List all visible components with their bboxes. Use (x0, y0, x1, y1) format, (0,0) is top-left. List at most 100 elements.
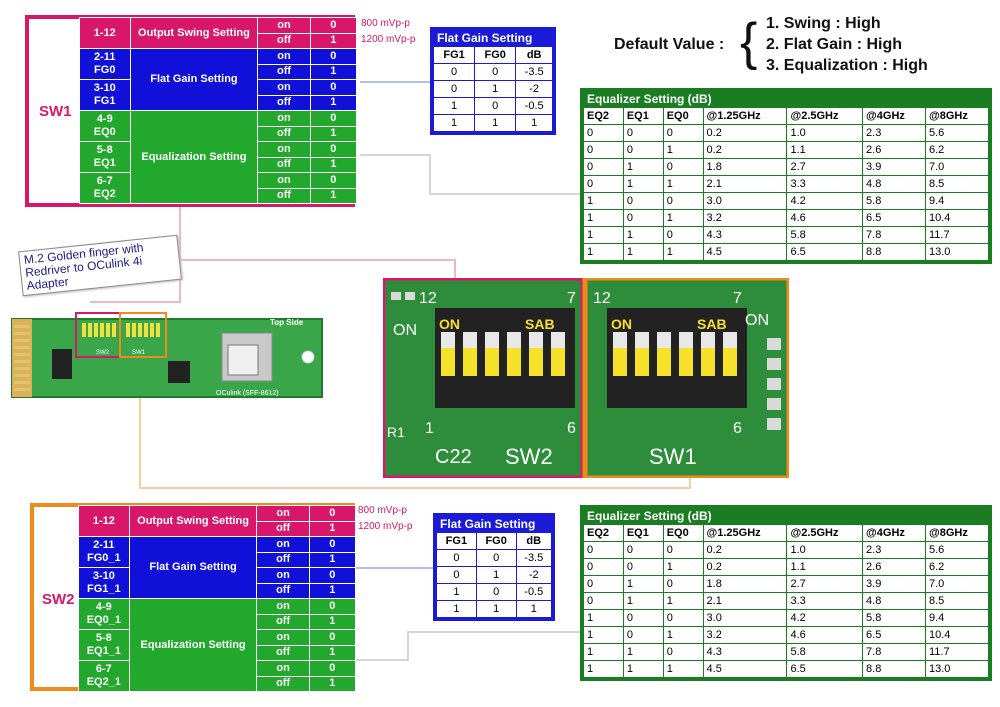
equalizer-cell: 0 (622, 124, 664, 142)
dip-sw1-text: SW1 (649, 444, 697, 469)
switch-state: on (256, 629, 310, 646)
switch-value: 0 (308, 598, 357, 615)
equalizer-header: EQ1 (622, 107, 664, 125)
equalizer-cell: 4.6 (786, 209, 864, 227)
equalizer-cell: 5.8 (862, 609, 926, 627)
dip-sw2-pin6: 6 (567, 420, 576, 437)
equalizer-cell: 1 (583, 643, 624, 661)
board-top-side: Top Side (270, 318, 304, 327)
equalizer-cell: 0.2 (702, 124, 788, 142)
equalizer-cell: 0 (662, 192, 704, 210)
dip-sw2-pin7: 7 (567, 290, 576, 307)
flat-gain-header: dB (515, 46, 553, 64)
equalizer-cell: 0 (622, 141, 664, 159)
equalizer-cell: 1 (662, 558, 704, 576)
equalizer-cell: 0 (583, 575, 624, 593)
flat-gain-cell: 0 (475, 583, 517, 601)
dip-sw2-pin1: 1 (425, 420, 434, 437)
flat-gain-cell: 0 (432, 63, 476, 81)
switch-value: 1 (308, 644, 357, 661)
equalizer-cell: 0 (583, 541, 624, 559)
flat-gain-cell: 1 (474, 80, 517, 98)
flat-gain-cell: 0 (474, 63, 517, 81)
equalizer-cell: 0 (622, 626, 664, 644)
equalizer-cell: 6.5 (862, 209, 926, 227)
equalizer-cell: 10.4 (925, 209, 989, 227)
flat-gain-cell: 1 (432, 97, 476, 115)
sw2-label: SW2 (42, 591, 75, 608)
dip-sw1-on: ON (611, 316, 632, 332)
default-value-brace: { (740, 13, 758, 71)
switch-state: on (257, 79, 311, 96)
equalizer-cell: 8.8 (862, 243, 926, 261)
equalizer-cell: 0 (662, 124, 704, 142)
equalizer-header: EQ1 (622, 524, 664, 542)
equalizer-cell: 0 (583, 158, 624, 176)
switch-value: 0 (309, 110, 358, 127)
switch-value: 0 (309, 172, 358, 189)
pin-label: 4-9 EQ0 (79, 110, 131, 142)
dip-number: 5 (710, 382, 719, 398)
pin-label: 4-9 EQ0_1 (78, 598, 130, 630)
equalizer-header: @8GHz (925, 524, 989, 542)
equalizer-cell: 8.5 (925, 592, 989, 610)
pin-label: 5-8 EQ1 (79, 141, 131, 173)
equalizer-cell: 7.8 (862, 643, 926, 661)
switch-value: 0 (309, 17, 358, 34)
equalizer-cell: 1 (583, 609, 624, 627)
dip-sw2-on: ON (439, 316, 460, 332)
switch-state: on (256, 567, 310, 584)
equalizer-cell: 0 (622, 541, 664, 559)
flat-gain-title: Flat Gain Setting (437, 31, 533, 45)
equalizer-cell: 11.7 (925, 643, 989, 661)
switch-state: off (256, 551, 310, 568)
equalizer-cell: 1 (662, 209, 704, 227)
sw1-swing-values: 800 mVp-p 1200 mVp-p (361, 16, 415, 48)
equalizer-cell: 10.4 (925, 626, 989, 644)
flat-gain-cell: -2 (515, 566, 553, 584)
equalizer-cell: 7.0 (925, 158, 989, 176)
equalizer-cell: 3.3 (786, 175, 864, 193)
switch-state: off (256, 675, 310, 692)
pin-label: 1-12 (79, 17, 131, 49)
dip-sw1-pin6: 6 (733, 420, 742, 437)
flat-gain-cell: 0 (475, 549, 517, 567)
setting-group: Output Swing Setting (128, 505, 258, 537)
switch-value: 1 (309, 63, 358, 80)
setting-group: Flat Gain Setting (129, 48, 259, 111)
dip-sw1-pin7: 7 (733, 290, 742, 307)
pin-label: 3-10 FG1 (79, 79, 131, 111)
sw1-label: SW1 (39, 103, 72, 120)
switch-state: on (256, 660, 310, 677)
equalizer-cell: 0 (583, 124, 624, 142)
equalizer-cell: 4.5 (702, 243, 788, 261)
switch-state: on (257, 110, 311, 127)
switch-value: 0 (308, 629, 357, 646)
flat-gain-cell: 0 (432, 80, 476, 98)
equalizer-header: EQ2 (583, 524, 624, 542)
equalizer-cell: 5.8 (862, 192, 926, 210)
switch-value: 1 (309, 94, 358, 111)
